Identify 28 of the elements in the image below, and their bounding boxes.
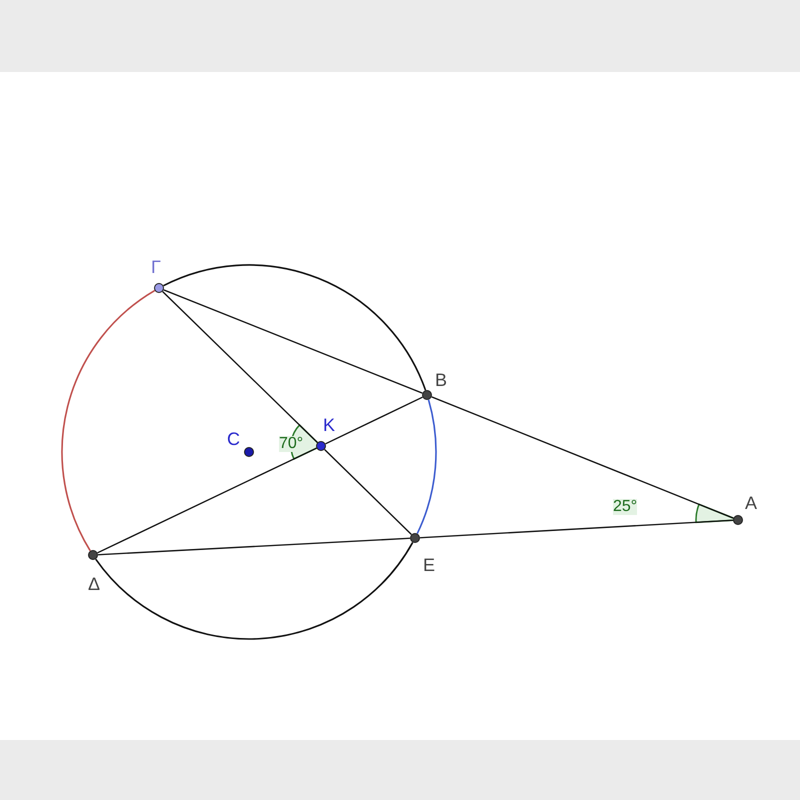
circle-arc: [416, 400, 437, 534]
point-marker: [316, 441, 326, 451]
circle-arc: [62, 290, 156, 552]
point-label: A: [745, 494, 758, 512]
line-segment: [162, 291, 318, 443]
line-segment: [324, 449, 412, 535]
line-segment: [325, 396, 423, 444]
line-segment: [163, 289, 423, 394]
point-label: C: [227, 430, 240, 448]
point-marker: [154, 283, 164, 293]
point-label: Δ: [88, 575, 100, 593]
point-marker: [733, 515, 743, 525]
line-segment: [431, 396, 734, 519]
point-marker: [88, 550, 98, 560]
point-label: B: [435, 371, 448, 389]
point-label: K: [323, 416, 336, 434]
line-segment: [98, 538, 410, 556]
point-marker: [422, 390, 432, 400]
angle-label: 70°: [279, 436, 304, 452]
angle-label: 25°: [613, 499, 638, 515]
point-marker: [244, 447, 254, 457]
point-label: Γ: [151, 258, 161, 276]
point-label: E: [423, 556, 436, 574]
point-marker: [410, 533, 420, 543]
line-segment: [97, 448, 317, 554]
circle-arc: [95, 542, 414, 640]
circle-arc: [163, 264, 426, 391]
line-segment: [420, 520, 734, 538]
